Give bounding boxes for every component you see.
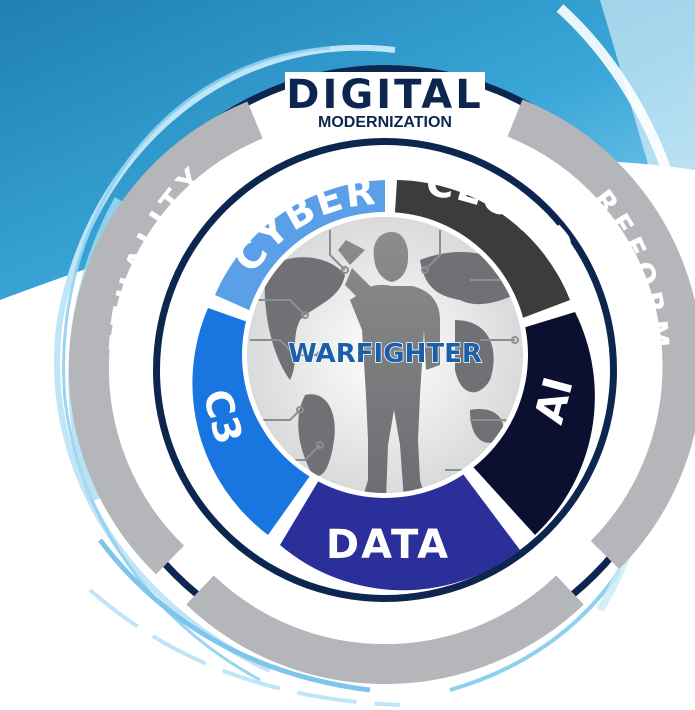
outer-gray-ring bbox=[68, 99, 695, 685]
warfighter-label: WARFIGHTER bbox=[288, 339, 482, 369]
modernization-subtitle: MODERNIZATION bbox=[318, 114, 452, 131]
digital-title: DIGITAL bbox=[286, 72, 483, 118]
center-circle: WARFIGHTER bbox=[242, 212, 528, 498]
header: DIGITAL MODERNIZATION bbox=[285, 72, 485, 134]
data-label: DATA bbox=[326, 522, 450, 568]
reform-arc bbox=[507, 99, 695, 570]
saluting-soldier-silhouette-icon bbox=[338, 232, 440, 493]
partnerships-arc bbox=[186, 575, 584, 685]
lethality-arc bbox=[68, 101, 263, 575]
